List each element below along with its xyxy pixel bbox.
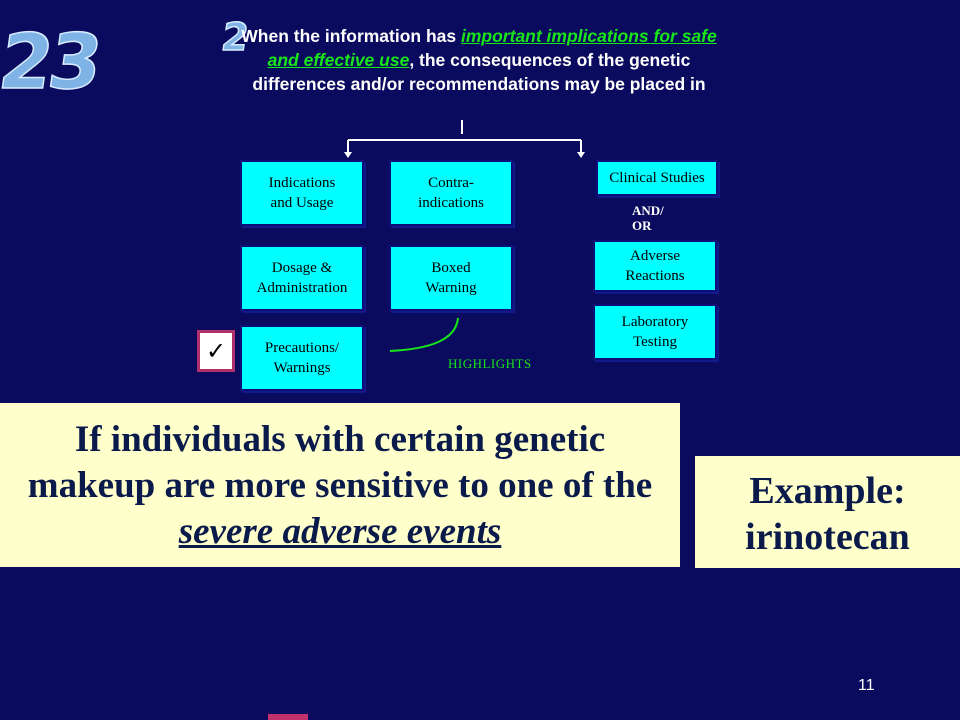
page-number: 11 — [858, 677, 875, 694]
box-laboratory-testing: Laboratory Testing — [593, 304, 717, 360]
highlights-curve — [389, 317, 459, 352]
sensitivity-callout: If individuals with certain genetic make… — [0, 403, 680, 567]
example-callout: Example: irinotecan — [695, 456, 960, 568]
highlights-label: HIGHLIGHTS — [448, 356, 532, 371]
heading-part-2: , the consequences of the genetic differ… — [252, 50, 706, 94]
box-contraindications: Contra- indications — [389, 160, 513, 226]
left-arrowhead — [344, 152, 352, 158]
heading-highlight: important implications for safe and effe… — [267, 26, 717, 70]
callout-text: If individuals with certain genetic make… — [27, 419, 653, 506]
box-clinical-studies: Clinical Studies — [596, 160, 718, 196]
box-boxed-warning: Boxed Warning — [389, 245, 513, 311]
box-precautions-warnings: Precautions/ Warnings — [240, 325, 364, 391]
decorative-tab — [268, 714, 308, 720]
box-adverse-reactions: Adverse Reactions — [593, 240, 717, 292]
and-or-label: AND/ OR — [632, 203, 664, 233]
box-indications-and-usage: Indications and Usage — [240, 160, 364, 226]
check-icon: ✓ — [197, 330, 235, 372]
heading-part-1: When the information has — [241, 26, 461, 46]
heading-text: When the information has important impli… — [240, 24, 718, 96]
right-arrowhead — [577, 152, 585, 158]
box-dosage-and-administration: Dosage & Administration — [240, 245, 364, 311]
callout-emphasis: severe adverse events — [178, 511, 502, 552]
